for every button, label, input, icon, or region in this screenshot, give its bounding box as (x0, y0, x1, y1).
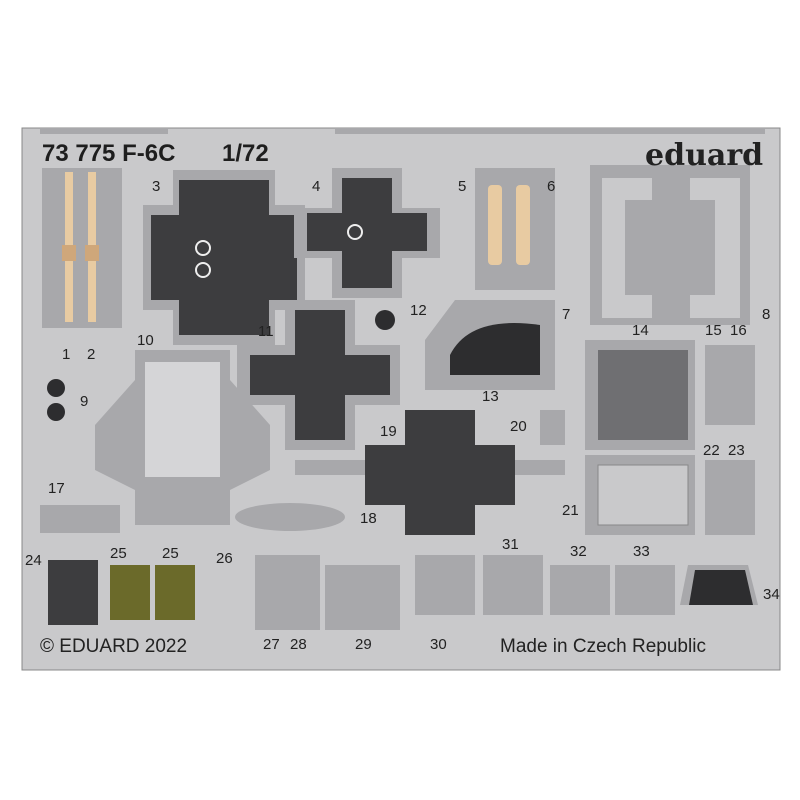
part-number: 16 (730, 322, 747, 339)
part-3-cross-panel (143, 170, 305, 345)
part-number: 19 (380, 423, 397, 440)
part-number: 18 (360, 510, 377, 527)
part-number: 22 (703, 442, 720, 459)
part-10-seat (95, 350, 270, 525)
part-7-8-frames (590, 165, 750, 325)
set-code: 73 775 F-6C (42, 140, 176, 167)
part-number: 1 (62, 346, 71, 363)
copyright-text: © EDUARD 2022 (40, 636, 188, 657)
part-19-cross-panel (295, 410, 565, 535)
part-number: 7 (562, 306, 571, 323)
part-number: 14 (632, 322, 649, 339)
part-number: 4 (312, 178, 321, 195)
part-number: 26 (216, 550, 233, 567)
part-number: 28 (290, 636, 307, 653)
part-number: 17 (48, 480, 65, 497)
part-number: 15 (705, 322, 722, 339)
part-number: 13 (482, 388, 499, 405)
origin-text: Made in Czech Republic (500, 636, 706, 657)
part-number: 21 (562, 502, 579, 519)
part-number: 12 (410, 302, 427, 319)
part-number: 29 (355, 636, 372, 653)
part-1-2-seatbelts (42, 168, 122, 328)
part-number: 27 (263, 636, 280, 653)
part-number: 34 (763, 586, 780, 603)
part-number: 32 (570, 543, 587, 560)
part-number: 31 (502, 536, 519, 553)
part-number: 24 (25, 552, 42, 569)
part-number: 2 (87, 346, 96, 363)
part-11-cross-panel (237, 300, 400, 450)
part-number: 25 (162, 545, 179, 562)
part-24 (48, 560, 98, 625)
part-number: 11 (258, 323, 274, 340)
part-number: 3 (152, 178, 161, 195)
part-number: 20 (510, 418, 527, 435)
part-5-6-seatbelts (475, 168, 555, 290)
part-number: 6 (547, 178, 556, 195)
part-number: 30 (430, 636, 447, 653)
part-number: 10 (137, 332, 154, 349)
brand-logo: eduard (645, 138, 764, 173)
part-number: 33 (633, 543, 650, 560)
part-number: 5 (458, 178, 467, 195)
part-number: 23 (728, 442, 745, 459)
part-4-cross-panel (294, 168, 440, 298)
part-number: 9 (80, 393, 89, 410)
part-number: 25 (110, 545, 127, 562)
part-number: 8 (762, 306, 771, 323)
part-13-instrument-panel (425, 300, 555, 390)
scale-label: 1/72 (222, 140, 269, 167)
